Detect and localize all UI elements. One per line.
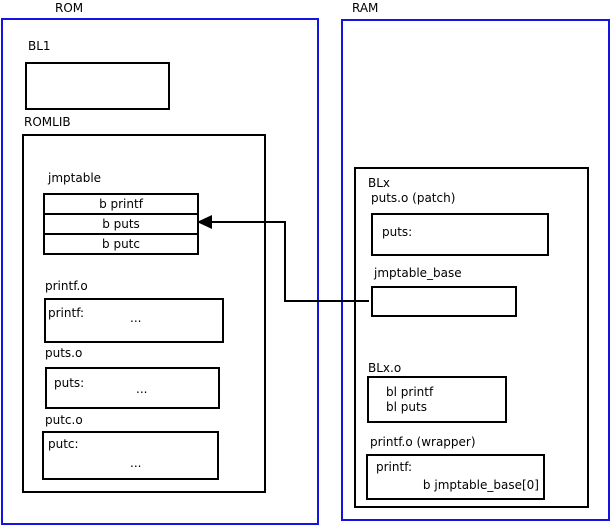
puts-o-label: puts.o: [45, 346, 83, 360]
bl1-box: [25, 62, 170, 110]
puts-o-box: puts: ...: [45, 367, 220, 409]
blx-o-line1: bl printf: [386, 385, 434, 399]
bl1-label: BL1: [28, 39, 51, 53]
printf-ellipsis: ...: [130, 311, 142, 325]
puts-symbol: puts:: [54, 376, 85, 390]
printf-wrapper-label: printf.o (wrapper): [370, 435, 476, 449]
blx-o-label: BLx.o: [368, 361, 402, 375]
puts-patch-box: puts:: [371, 213, 549, 256]
printf-o-label: printf.o: [45, 279, 88, 293]
jmptable-base-label: jmptable_base: [374, 266, 462, 280]
putc-ellipsis: ...: [130, 456, 142, 470]
jmptable-label: jmptable: [48, 171, 102, 185]
printf-o-box: printf: ...: [44, 298, 224, 343]
printf-wrapper-box: printf: b jmptable_base[0]: [366, 454, 545, 500]
printf-symbol: printf:: [48, 306, 85, 320]
blx-label: BLx: [368, 176, 391, 190]
blx-box: BLx puts.o (patch) puts: jmptable_base B…: [354, 167, 589, 508]
blx-o-line2: bl puts: [386, 400, 427, 414]
putc-symbol: putc:: [48, 437, 79, 451]
puts-patch-symbol: puts:: [382, 225, 413, 239]
putc-o-label: putc.o: [45, 413, 83, 427]
jmptable-row-putc: b putc: [43, 233, 199, 255]
puts-ellipsis: ...: [136, 382, 148, 396]
printf-wrapper-symbol: printf:: [376, 460, 413, 474]
jmptable-row-puts: b puts: [43, 213, 199, 235]
romlib-label: ROMLIB: [24, 115, 71, 129]
puts-patch-label: puts.o (patch): [371, 191, 456, 205]
putc-o-box: putc: ...: [42, 431, 219, 480]
jmptable-row-printf: b printf: [43, 193, 199, 215]
printf-wrapper-branch: b jmptable_base[0]: [422, 478, 539, 492]
blx-o-box: bl printf bl puts: [367, 376, 507, 423]
ram-region-label: RAM: [352, 1, 379, 15]
jmptable-base-box: [371, 286, 517, 317]
romlib-box: jmptable b printf b puts b putc printf.o…: [22, 134, 266, 493]
jmptable-box: b printf b puts b putc: [43, 193, 199, 255]
rom-region-label: ROM: [55, 1, 84, 15]
